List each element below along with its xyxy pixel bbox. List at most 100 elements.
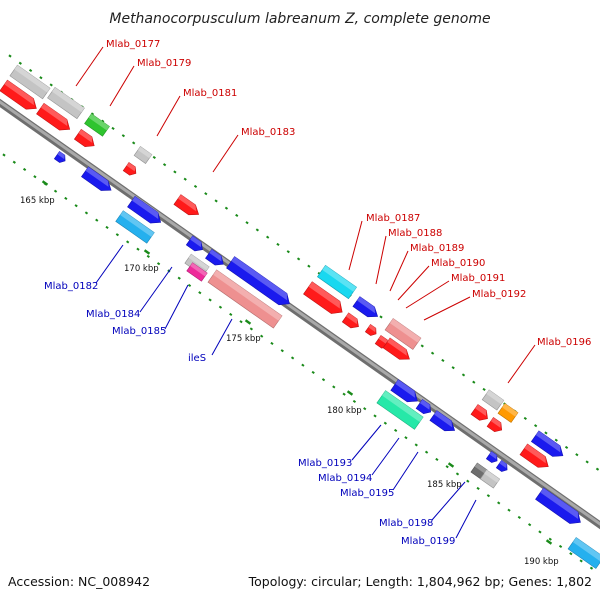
- tick-dot: [435, 457, 439, 461]
- gene-feature[interactable]: [84, 113, 110, 137]
- gene-features-layer: [0, 64, 600, 569]
- gene-label[interactable]: Mlab_0191: [451, 273, 505, 284]
- gene-feature[interactable]: [495, 460, 508, 472]
- gene-label[interactable]: Mlab_0183: [241, 127, 295, 138]
- gene-feature[interactable]: [226, 256, 290, 306]
- tick-dot: [270, 341, 274, 346]
- gene-label[interactable]: Mlab_0187: [366, 213, 420, 224]
- gene-feature[interactable]: [53, 151, 66, 163]
- tick-dot: [255, 228, 259, 232]
- gene-feature[interactable]: [382, 337, 410, 360]
- tick-dot: [183, 177, 187, 181]
- gene-label[interactable]: Mlab_0192: [472, 289, 526, 300]
- leader-line: [397, 265, 430, 301]
- gene-label[interactable]: Mlab_0181: [183, 88, 237, 99]
- tick-dot: [49, 83, 53, 87]
- kbp-tick-label: 180 kbp: [327, 406, 362, 416]
- gene-feature[interactable]: [207, 269, 283, 329]
- gene-feature[interactable]: [376, 390, 424, 430]
- tick-dot: [39, 76, 43, 80]
- gene-feature[interactable]: [429, 410, 456, 432]
- kbp-tick-label: 165 kbp: [20, 196, 55, 206]
- leader-line: [212, 134, 239, 173]
- gene-feature[interactable]: [186, 262, 208, 282]
- tick-dot: [290, 356, 295, 360]
- leader-line: [164, 284, 189, 330]
- gene-feature[interactable]: [486, 417, 503, 433]
- tick-dot: [466, 479, 470, 483]
- tick-dot: [204, 192, 208, 196]
- tick-dot: [523, 416, 527, 420]
- gene-feature[interactable]: [390, 379, 418, 403]
- tick-dot: [595, 467, 600, 471]
- gene-feature[interactable]: [364, 324, 377, 336]
- gene-feature[interactable]: [173, 194, 200, 216]
- tick-dot: [404, 436, 408, 440]
- gene-label[interactable]: Mlab_0177: [106, 39, 160, 50]
- gene-feature[interactable]: [185, 235, 203, 252]
- major-tick: [346, 390, 354, 396]
- gene-feature[interactable]: [479, 469, 501, 489]
- tick-dot: [126, 240, 130, 244]
- tick-dot: [245, 221, 249, 225]
- gene-feature[interactable]: [73, 128, 95, 147]
- gene-feature[interactable]: [127, 195, 162, 224]
- gene-feature[interactable]: [115, 210, 155, 244]
- gene-feature[interactable]: [415, 399, 432, 415]
- gene-label[interactable]: Mlab_0190: [431, 258, 485, 269]
- gene-feature[interactable]: [9, 64, 51, 100]
- leader-line: [423, 296, 471, 321]
- tick-dot: [332, 385, 336, 389]
- gene-feature[interactable]: [530, 430, 564, 457]
- leader-line: [156, 95, 181, 137]
- gene-feature[interactable]: [374, 335, 389, 349]
- gene-feature[interactable]: [0, 79, 37, 110]
- gene-label[interactable]: Mlab_0196: [537, 337, 591, 348]
- gene-feature[interactable]: [341, 312, 359, 329]
- tick-dot: [132, 141, 136, 145]
- gene-label[interactable]: Mlab_0194: [318, 473, 372, 484]
- tick-dot: [162, 163, 167, 167]
- gene-feature[interactable]: [481, 389, 505, 411]
- tick-dot: [146, 254, 150, 259]
- tick-dot: [301, 363, 305, 367]
- gene-label[interactable]: Mlab_0199: [401, 536, 455, 547]
- gene-feature[interactable]: [81, 166, 112, 191]
- leader-line: [507, 344, 536, 384]
- gene-feature[interactable]: [470, 404, 488, 421]
- gene-label[interactable]: Mlab_0184: [86, 309, 140, 320]
- gene-feature[interactable]: [133, 146, 153, 164]
- gene-feature[interactable]: [205, 248, 224, 266]
- gene-feature[interactable]: [497, 403, 519, 423]
- gene-feature[interactable]: [567, 537, 600, 569]
- gene-feature[interactable]: [352, 296, 379, 318]
- gene-feature[interactable]: [317, 264, 357, 300]
- gene-feature[interactable]: [535, 487, 581, 524]
- gene-label[interactable]: Mlab_0182: [44, 281, 98, 292]
- gene-label[interactable]: Mlab_0185: [112, 326, 166, 337]
- gene-feature[interactable]: [122, 162, 137, 176]
- gene-label[interactable]: Mlab_0189: [410, 243, 464, 254]
- leader-line: [389, 250, 409, 292]
- gene-feature[interactable]: [485, 451, 498, 463]
- gene-label[interactable]: Mlab_0195: [340, 488, 394, 499]
- major-tick: [244, 319, 252, 325]
- tick-dot: [208, 298, 212, 302]
- tick-dot: [373, 414, 377, 418]
- gene-label[interactable]: Mlab_0188: [388, 228, 442, 239]
- leader-line: [109, 65, 135, 107]
- tick-dot: [111, 126, 115, 131]
- gene-label[interactable]: Mlab_0193: [298, 458, 352, 469]
- gene-feature[interactable]: [47, 86, 85, 120]
- tick-dot: [152, 155, 156, 160]
- gene-feature[interactable]: [519, 443, 549, 468]
- gene-label[interactable]: Mlab_0179: [137, 58, 191, 69]
- tick-dot: [554, 438, 558, 442]
- gene-label[interactable]: Mlab_0198: [379, 518, 433, 529]
- tick-dot: [64, 196, 68, 201]
- kbp-tick-label: 185 kbp: [427, 480, 462, 490]
- gene-feature[interactable]: [384, 318, 422, 350]
- gene-feature[interactable]: [303, 281, 343, 314]
- gene-feature[interactable]: [36, 102, 71, 131]
- gene-label[interactable]: ileS: [188, 353, 206, 364]
